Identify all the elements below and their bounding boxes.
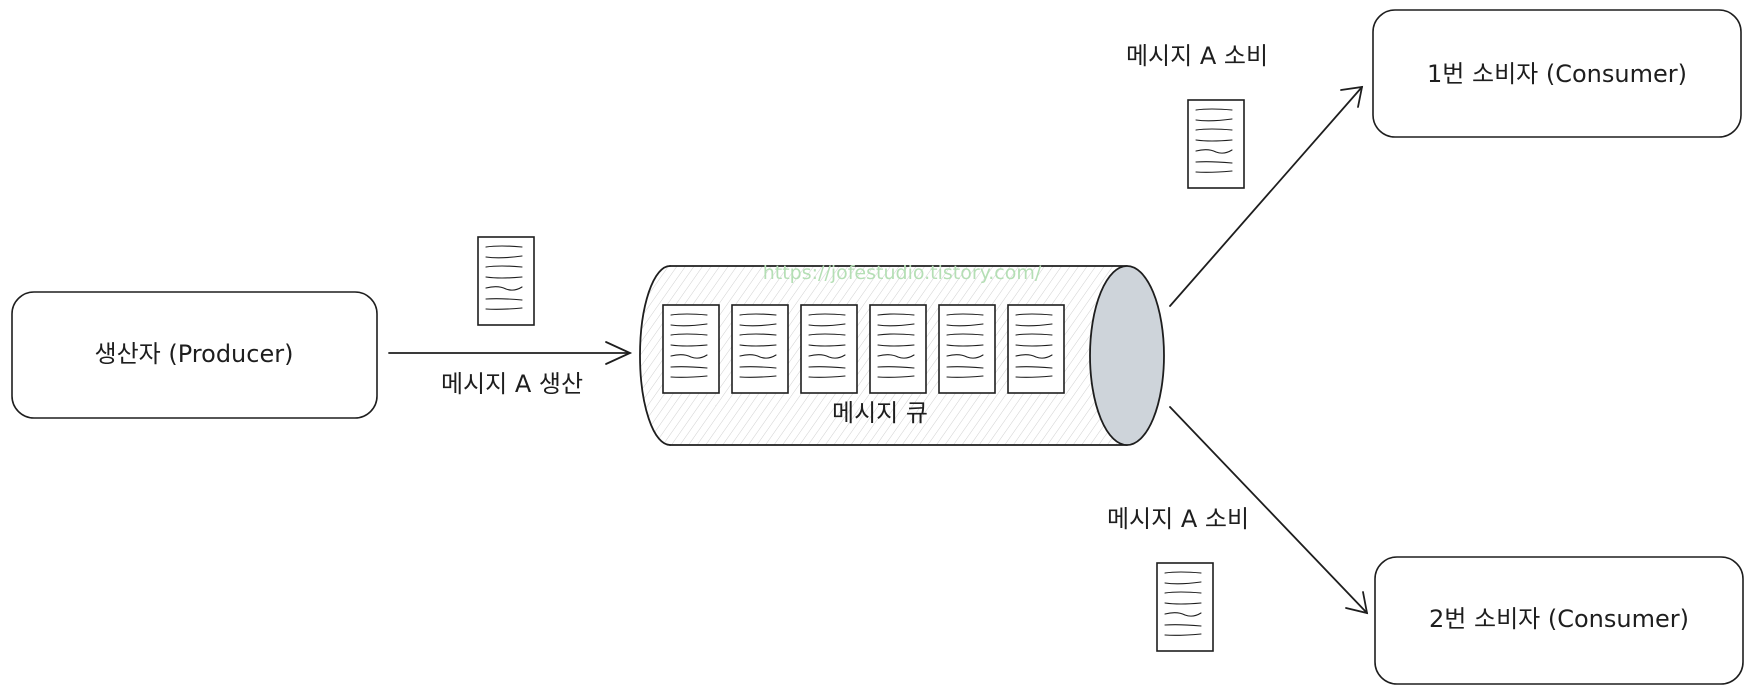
produce-arrow [388, 341, 633, 365]
consumer-2-box: 2번 소비자 (Consumer) [1374, 556, 1744, 685]
consumer-1-label: 1번 소비자 (Consumer) [1427, 60, 1687, 88]
consume-top-label: 메시지 A 소비 [1126, 42, 1268, 70]
queue-end-cap [1089, 265, 1165, 446]
consumed-message-icon-top [1187, 99, 1245, 189]
queue-message-icon [1007, 304, 1065, 394]
consumer-1-box: 1번 소비자 (Consumer) [1372, 9, 1742, 138]
queue-message-icon [731, 304, 789, 394]
consume-bottom-label: 메시지 A 소비 [1107, 505, 1249, 533]
consumer-2-label: 2번 소비자 (Consumer) [1429, 605, 1689, 633]
message-queue: https://jofestudio.tistory.com/ 메시지 큐 [639, 262, 1165, 446]
queue-message-icon [662, 304, 720, 394]
queue-message-icon [800, 304, 858, 394]
consumed-message-icon-bottom [1156, 562, 1214, 652]
consume-arrow-bottom [1169, 406, 1369, 615]
produced-message-icon [477, 236, 535, 326]
consume-arrow-top [1169, 85, 1364, 307]
queue-message-icon [938, 304, 996, 394]
producer-box: 생산자 (Producer) [11, 291, 378, 419]
queue-messages [662, 304, 1065, 394]
queue-label: 메시지 큐 [832, 399, 928, 427]
queue-watermark: https://jofestudio.tistory.com/ [763, 262, 1042, 284]
produce-label: 메시지 A 생산 [441, 370, 583, 398]
queue-message-icon [869, 304, 927, 394]
producer-label: 생산자 (Producer) [95, 340, 294, 368]
